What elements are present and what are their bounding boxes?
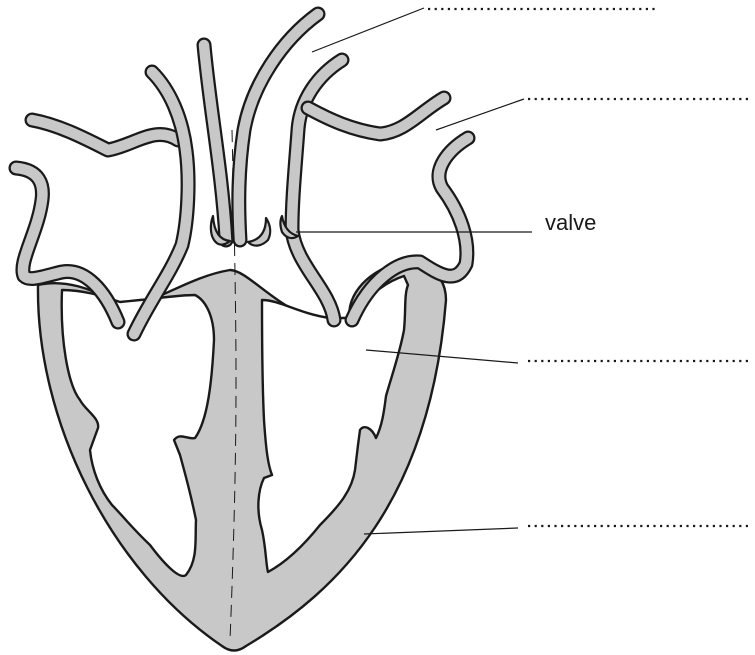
- valve-cusp-middle: [248, 218, 270, 246]
- valve-label: valve: [545, 210, 596, 235]
- leader-line-wall: [364, 528, 518, 534]
- leader-line-top: [312, 8, 424, 52]
- leader-line-second: [436, 99, 524, 130]
